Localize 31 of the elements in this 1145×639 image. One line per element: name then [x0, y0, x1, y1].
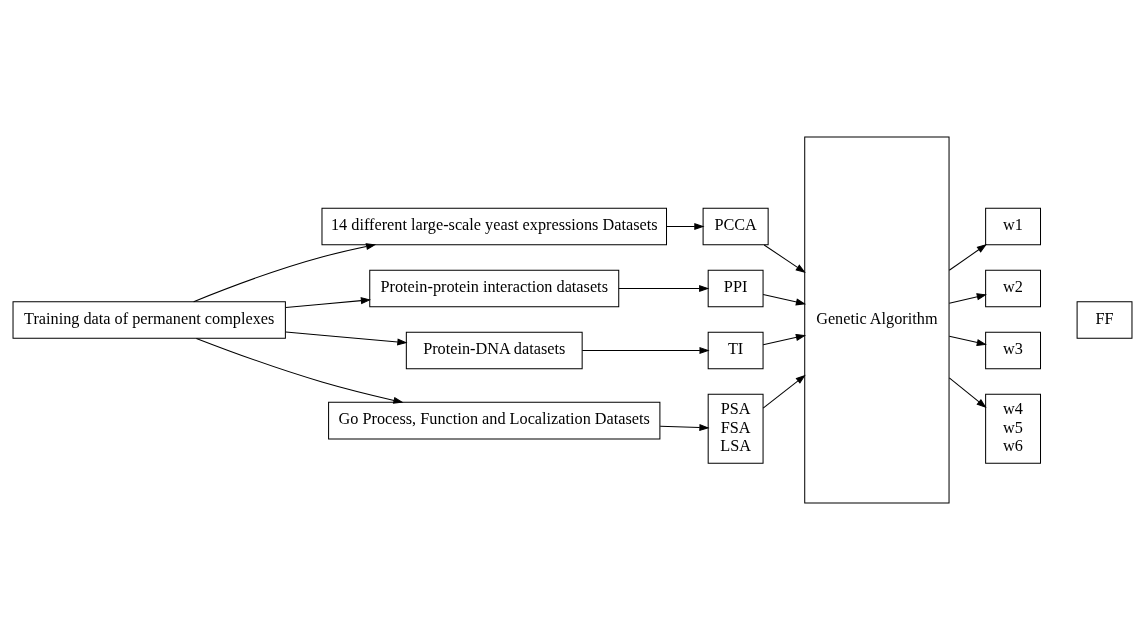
arrow	[618, 284, 710, 292]
node-box: Genetic Algorithm	[804, 136, 950, 503]
arrow	[666, 222, 705, 230]
arrow	[763, 243, 806, 273]
node-box: w3	[985, 331, 1041, 369]
node-box: Training data of permanent complexes	[12, 300, 286, 339]
arrow	[659, 423, 710, 431]
node-box: FF	[1076, 300, 1133, 339]
node-box: w1	[985, 207, 1041, 245]
arrow	[285, 331, 408, 346]
arrow	[948, 292, 987, 304]
arrow	[193, 242, 377, 302]
arrow	[762, 374, 806, 409]
node-box: PPI	[707, 269, 764, 307]
node-box: PSA FSA LSA	[707, 393, 764, 464]
arrow	[285, 296, 372, 308]
arrow	[762, 293, 807, 305]
arrow	[948, 243, 987, 271]
node-box: w4 w5 w6	[985, 393, 1041, 464]
arrow	[948, 376, 987, 408]
node-box: TI	[707, 331, 764, 369]
arrow	[762, 333, 807, 345]
arrow	[581, 346, 710, 354]
node-box: Go Process, Function and Localization Datasets	[328, 401, 661, 439]
node-box: Protein-protein interaction datasets	[369, 269, 620, 307]
arrow	[948, 335, 987, 346]
node-box: Protein-DNA datasets	[405, 331, 583, 369]
node-box: w2	[985, 269, 1041, 307]
node-box: 14 different large-scale yeast expressions Datasets	[321, 207, 667, 245]
node-box: PCCA	[702, 207, 769, 245]
arrow	[195, 337, 404, 404]
